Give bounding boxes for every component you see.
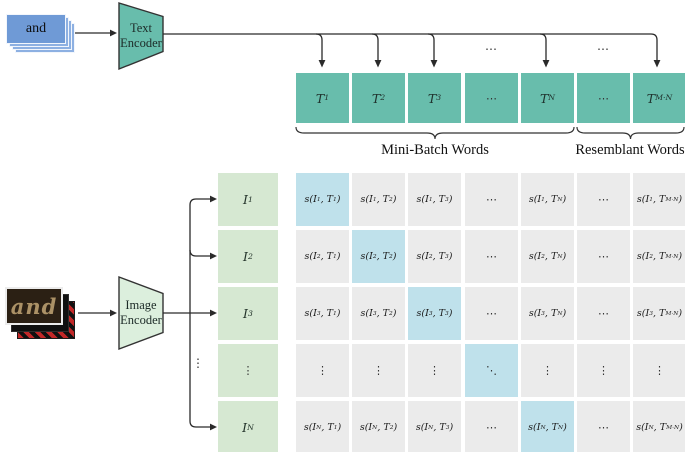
drop-arrowhead-tn [542,60,550,68]
matrix-cell-4-3: ⋯ [465,401,518,452]
image-encoder-shape [118,275,164,351]
text-encoder-shape [118,2,164,71]
word-input-stack: and [6,14,81,60]
matrix-cell-3-0: ⋮ [296,344,349,397]
image-embedding-box-3: ⋮ [218,344,278,397]
image-branch-i2 [189,249,210,257]
word-card-front: and [6,14,66,44]
mini-batch-brace [295,126,575,140]
matrix-cell-0-3: ⋯ [465,173,518,226]
mini-batch-words-label: Mini-Batch Words [381,142,489,158]
resemblant-words-label: Resemblant Words [575,142,685,158]
matrix-cell-3-4: ⋮ [521,344,574,397]
matrix-cell-2-3: ⋯ [465,287,518,340]
image-branch-line [189,198,210,428]
matrix-cell-3-1: ⋮ [352,344,405,397]
arrow-dots-2: ⋯ [597,42,609,56]
drop-arrowhead-tmn [653,60,661,68]
matrix-cell-2-5: ⋯ [577,287,630,340]
text-embedding-box-3: ⋯ [465,73,518,123]
matrix-cell-1-3: ⋯ [465,230,518,283]
arrowhead-i3 [210,309,217,317]
drop-arrowhead-t3 [430,60,438,68]
matrix-cell-3-3: ⋱ [465,344,518,397]
image-input-stack: and [5,287,80,345]
drop-line-t1 [315,33,323,60]
matrix-cell-0-5: ⋯ [577,173,630,226]
matrix-cell-1-5: ⋯ [577,230,630,283]
drop-line-tn [539,33,547,60]
image-encoder-label: Image Encoder [120,298,162,328]
drop-arrowhead-t1 [318,60,326,68]
arrowhead-in [210,423,217,431]
text-embedding-box-5: ⋯ [577,73,630,123]
text-distribution-line [163,33,658,60]
arrowhead-i1 [210,195,217,203]
arrowhead-image-input [110,309,117,317]
photo-front: and [5,287,63,325]
branch-dots: ⋮ [192,356,204,370]
text-encoder-label: Text Encoder [120,21,162,51]
drop-arrowhead-t2 [374,60,382,68]
drop-line-t3 [427,33,435,60]
word-input-label: and [25,21,47,36]
matrix-cell-3-2: ⋮ [408,344,461,397]
drop-line-t2 [371,33,379,60]
matrix-cell-3-5: ⋮ [577,344,630,397]
arrowhead-text-input [110,29,117,37]
matrix-cell-4-5: ⋯ [577,401,630,452]
arrow-dots-1: ⋯ [485,42,497,56]
resemblant-brace [576,126,685,140]
image-input-label: and [10,293,58,319]
matrix-cell-3-6: ⋮ [633,344,685,397]
arrowhead-i2 [210,252,217,260]
